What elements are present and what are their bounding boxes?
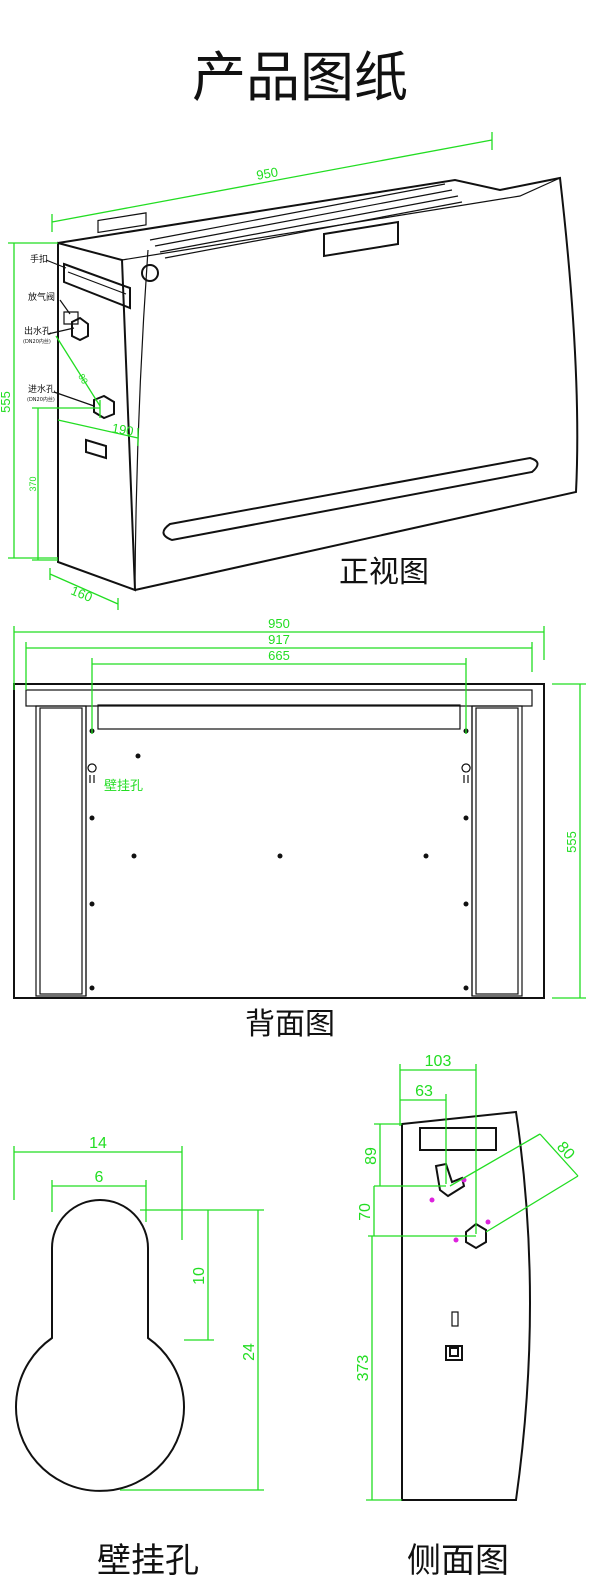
hole-outer-label: 14 (89, 1135, 107, 1152)
hole-inner-label: 6 (95, 1169, 104, 1186)
front-view-caption: 正视图 (339, 555, 429, 590)
display-window (323, 220, 399, 258)
back-view-caption: 背面图 (245, 1007, 335, 1042)
wall-hole-label: 壁挂孔 (104, 779, 143, 794)
side-depth-dim (399, 1064, 477, 1234)
side-bottom-dim (366, 1236, 402, 1501)
hole-inner-dim (51, 1180, 147, 1222)
handle-recess (63, 262, 131, 310)
pipe-gap-dim (55, 335, 101, 407)
top-panel (97, 212, 147, 234)
side-view: 103 63 89 70 373 80 (355, 1053, 579, 1501)
side-slot (85, 438, 107, 460)
outlet-label: 出水孔 (24, 325, 51, 337)
front-width-label: 950 (255, 164, 279, 183)
side-diag-dim (449, 1133, 579, 1233)
front-height-dim (8, 242, 58, 559)
front-top-edge (121, 177, 561, 261)
outlet-fitting-icon (71, 316, 89, 342)
pipe-offset-label: 190 (111, 420, 135, 439)
hole-slot-label: 10 (191, 1267, 208, 1285)
handle-label: 手扣 (30, 253, 48, 265)
back-screw-dots (89, 728, 469, 991)
back-holes-dim (91, 658, 467, 734)
inlet-label: 进水孔 (28, 383, 55, 395)
side-indicator (451, 1311, 459, 1327)
front-curve (134, 249, 149, 591)
back-right-panel (471, 705, 523, 997)
back-left-panel (35, 705, 87, 997)
back-inner-dim (25, 642, 533, 690)
front-width-dim (51, 132, 493, 232)
inlet-height-dim (32, 407, 100, 561)
side-body-outline (401, 1110, 531, 1501)
back-holes-label: 665 (268, 648, 290, 663)
keyhole-icon-right (461, 763, 471, 783)
inlet-height-label: 370 (28, 476, 38, 491)
side-top-slot (419, 1127, 497, 1151)
top-grille (149, 183, 463, 259)
side-pipe-x-dim (400, 1094, 447, 1184)
side-top-label: 89 (363, 1147, 380, 1165)
back-outer-dim (13, 626, 545, 690)
side-pipe-x-label: 63 (415, 1083, 433, 1100)
power-socket-icon (445, 1345, 463, 1361)
side-bottom-label: 373 (355, 1355, 372, 1382)
inlet-sub-label: (DN20内丝) (27, 396, 55, 403)
pipe-gap-label: 80 (76, 372, 90, 386)
side-diag-label: 80 (553, 1139, 578, 1164)
back-outer-frame (13, 683, 545, 999)
hole-outer-dim (13, 1146, 183, 1240)
inlet-fitting-icon (93, 394, 115, 420)
front-depth-label: 160 (69, 583, 95, 605)
back-height-dim (552, 683, 586, 999)
side-top-dim (374, 1123, 446, 1187)
front-height-label: 555 (0, 391, 13, 413)
keyhole-detail: 14 6 10 24 (13, 1135, 264, 1492)
back-top-slot (97, 704, 461, 730)
hole-total-dim (120, 1209, 264, 1491)
front-view: 950 555 160 80 190 370 手扣 放气阀 出水孔 (DN20内… (0, 132, 579, 610)
pipe-offset-dim (57, 400, 139, 446)
side-gap-label: 70 (357, 1203, 374, 1221)
back-inner-label: 917 (268, 632, 290, 647)
vent-valve-icon (63, 311, 79, 325)
back-view: 壁挂孔 950 917 665 555 (13, 616, 586, 999)
page-title: 产品图纸 (192, 46, 408, 109)
side-view-caption: 侧面图 (407, 1541, 509, 1581)
vent-label: 放气阀 (28, 291, 55, 303)
keyhole-shape (15, 1199, 185, 1492)
side-gap-dim (368, 1186, 476, 1237)
hole-total-label: 24 (241, 1343, 258, 1361)
back-top-rail (25, 689, 533, 707)
power-button (141, 264, 159, 282)
side-marker-dots (429, 1177, 491, 1243)
front-depth-dim (49, 568, 119, 610)
side-depth-label: 103 (425, 1053, 452, 1070)
outlet-sub-label: (DN20内丝) (23, 338, 51, 345)
hole-slot-dim (140, 1209, 214, 1341)
back-outer-label: 950 (268, 616, 290, 631)
bottom-vent-slot (162, 456, 539, 542)
keyhole-icon-left (87, 763, 97, 783)
back-height-label: 555 (564, 831, 579, 853)
hole-caption: 壁挂孔 (97, 1541, 199, 1581)
